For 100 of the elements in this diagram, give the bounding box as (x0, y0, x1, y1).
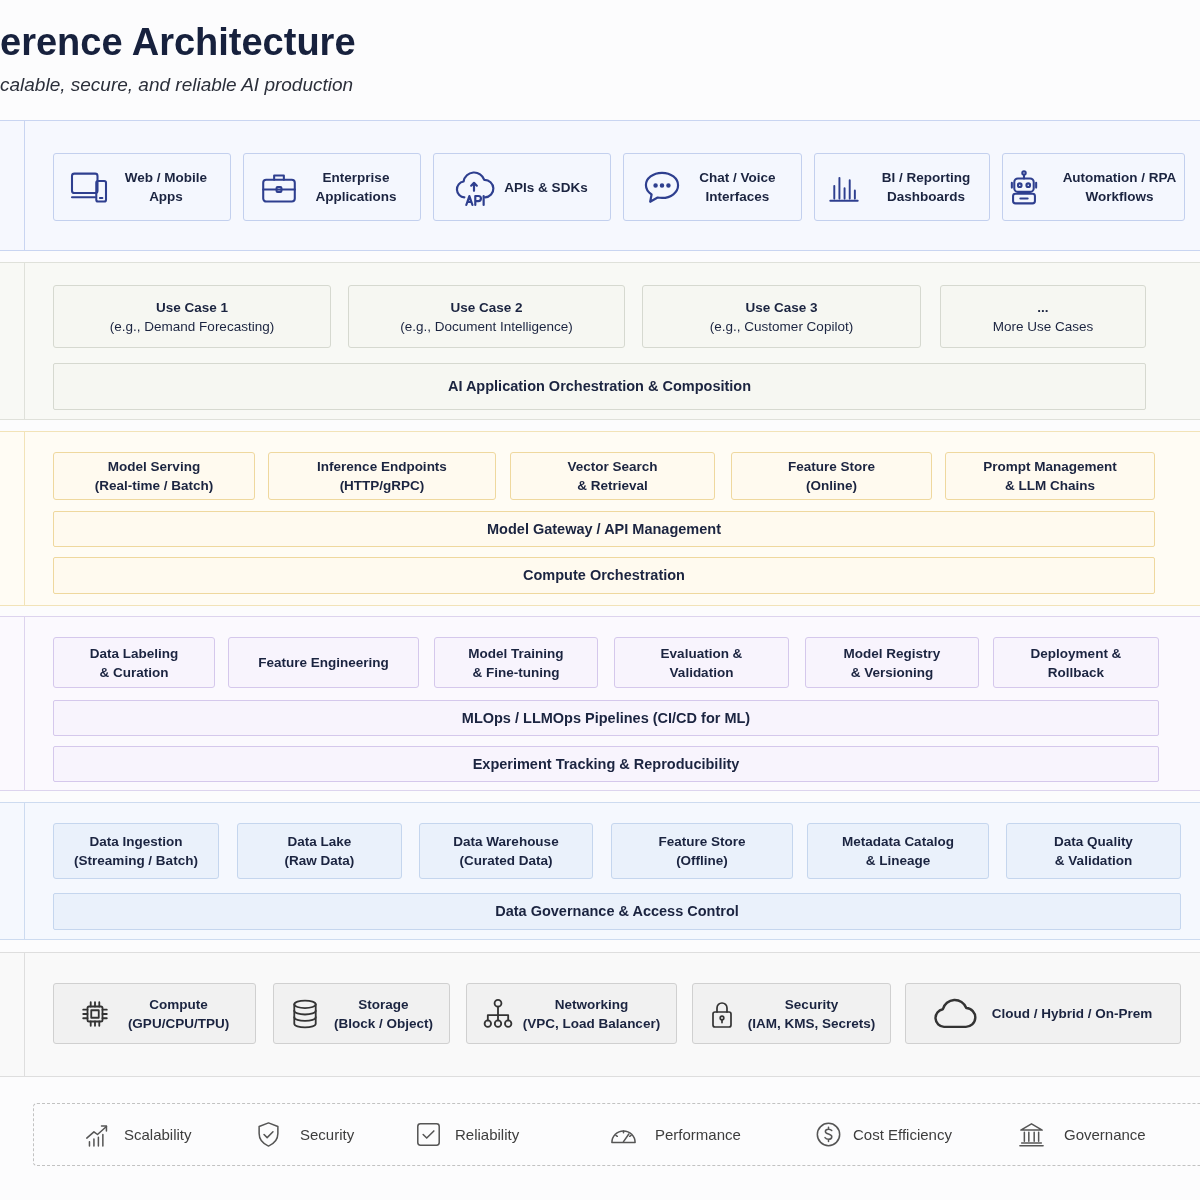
component-name: ... (1037, 298, 1049, 317)
component-detail: (HTTP/gRPC) (339, 477, 425, 495)
component-card (940, 285, 1146, 348)
component-card (348, 285, 625, 348)
component-card (273, 983, 450, 1044)
component-name: Use Case 3 (745, 298, 818, 317)
layer-band (0, 431, 1200, 606)
component-name: Metadata Catalog & Lineage (841, 833, 955, 870)
principle-label: Cost Efficiency (853, 1125, 952, 1144)
component-card (53, 983, 256, 1044)
component-card (228, 637, 419, 688)
component-name: Feature Store (788, 458, 875, 476)
component-card (53, 285, 331, 348)
component-name: Data Quality & Validation (1053, 833, 1134, 870)
bar-label: Compute Orchestration (523, 566, 685, 585)
component-detail: (Online) (806, 477, 857, 495)
component-detail: (e.g., Customer Copilot) (709, 317, 854, 336)
component-detail: (e.g., Demand Forecasting) (109, 317, 275, 336)
component-card (1006, 823, 1181, 879)
component-detail: (IAM, KMS, Secrets) (747, 1014, 876, 1033)
bar-label: Model Gateway / API Management (487, 519, 721, 539)
component-card (623, 153, 802, 221)
principle-label: Governance (1064, 1125, 1146, 1144)
component-name: Data Lake (287, 833, 352, 851)
component-detail: (Curated Data) (459, 852, 553, 870)
component-detail: (Block / Object) (334, 1014, 433, 1033)
component-name: Evaluation & Validation (659, 644, 744, 682)
component-card (807, 823, 989, 879)
component-detail: (GPU/CPU/TPU) (127, 1014, 230, 1033)
component-card (993, 637, 1159, 688)
component-card (1002, 153, 1185, 221)
component-name: Feature Engineering (258, 654, 389, 672)
component-name: Enterprise Applications (314, 169, 398, 206)
component-detail: More Use Cases (992, 317, 1094, 336)
component-card (268, 452, 496, 500)
component-name: Model Registry & Versioning (842, 644, 942, 682)
component-name: Security (784, 995, 839, 1014)
component-card (642, 285, 921, 348)
layer-band (0, 262, 1200, 420)
component-name: Cloud / Hybrid / On-Prem (991, 1005, 1153, 1023)
principle-label: Scalability (124, 1125, 192, 1144)
component-name: Web / Mobile Apps (123, 169, 209, 206)
component-name: APIs & SDKs (504, 178, 588, 197)
component-name: Inference Endpoints (317, 458, 447, 476)
component-card (53, 153, 231, 221)
component-card (611, 823, 793, 879)
layer-band (0, 952, 1200, 1077)
bar-label: MLOps / LLMOps Pipelines (CI/CD for ML) (461, 708, 751, 728)
component-name: Deployment & Rollback (1029, 644, 1123, 682)
component-card (419, 823, 593, 879)
component-card (805, 637, 979, 688)
layer-bar (53, 893, 1181, 930)
component-name: Feature Store (658, 833, 746, 851)
component-name: Use Case 2 (450, 298, 523, 317)
page-title: erence Architecture (0, 20, 356, 65)
component-detail: (VPC, Load Balancer) (522, 1014, 661, 1033)
component-detail: (Real-time / Batch) (94, 477, 214, 495)
component-card (433, 153, 611, 221)
component-card (53, 637, 215, 688)
component-name: Prompt Management & LLM Chains (982, 458, 1118, 495)
layer-band (0, 616, 1200, 791)
component-card (243, 153, 421, 221)
component-name: Storage (358, 995, 409, 1014)
component-name: BI / Reporting Dashboards (880, 169, 972, 206)
component-card (53, 823, 219, 879)
component-card (692, 983, 891, 1044)
component-name: Automation / RPA Workflows (1061, 169, 1178, 206)
principle-label: Security (300, 1125, 355, 1144)
component-detail: (e.g., Document Intelligence) (400, 317, 573, 336)
layer-bar (53, 557, 1155, 594)
component-card (53, 452, 255, 500)
component-detail: (Streaming / Batch) (74, 852, 198, 870)
layer-bar (53, 363, 1146, 410)
component-name: Data Warehouse (453, 833, 559, 851)
principles-panel (33, 1103, 1200, 1166)
component-name: Data Ingestion (89, 833, 183, 851)
principle-label: Reliability (455, 1125, 520, 1144)
component-card (945, 452, 1155, 500)
principle-label: Performance (655, 1125, 741, 1144)
component-name: Use Case 1 (155, 298, 228, 317)
component-card (510, 452, 715, 500)
layer-band (0, 802, 1200, 940)
component-name: Vector Search & Retrieval (566, 458, 659, 495)
component-name: Data Labeling & Curation (88, 644, 180, 682)
component-card (614, 637, 789, 688)
layer-bar (53, 746, 1159, 782)
component-name: Model Serving (107, 458, 201, 476)
bar-label: AI Application Orchestration & Composition (447, 377, 752, 396)
component-card (905, 983, 1181, 1044)
component-card (731, 452, 932, 500)
component-detail: (Offline) (676, 852, 728, 870)
component-card (466, 983, 677, 1044)
component-card (434, 637, 598, 688)
bar-label: Data Governance & Access Control (495, 902, 739, 921)
component-name: Chat / Voice Interfaces (698, 169, 777, 206)
component-card (237, 823, 402, 879)
layer-bar (53, 511, 1155, 547)
layer-bar (53, 700, 1159, 736)
component-name: Compute (149, 995, 208, 1014)
bar-label: Experiment Tracking & Reproducibility (472, 754, 740, 774)
